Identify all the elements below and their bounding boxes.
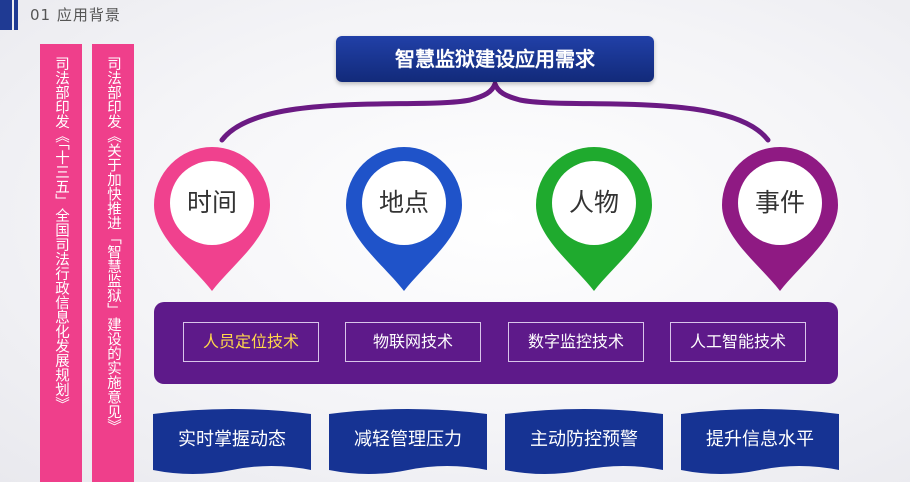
pin-label: 时间 bbox=[186, 188, 237, 217]
section-title: 01 应用背景 bbox=[30, 6, 121, 24]
map-pin-icon bbox=[346, 147, 462, 291]
tech-positioning: 人员定位技术 bbox=[183, 322, 319, 362]
benefit-realtime: 实时掌握动态 bbox=[153, 408, 311, 476]
benefit-label: 实时掌握动态 bbox=[178, 429, 286, 450]
pin-event: 事件 bbox=[720, 145, 840, 295]
benefit-label: 提升信息水平 bbox=[706, 429, 814, 450]
tech-ai: 人工智能技术 bbox=[670, 322, 806, 362]
pin-label: 地点 bbox=[378, 188, 429, 217]
pin-label: 事件 bbox=[754, 188, 805, 217]
benefit-proactive-warning: 主动防控预警 bbox=[505, 408, 663, 476]
map-pin-icon bbox=[722, 147, 838, 291]
map-pin-icon bbox=[536, 147, 652, 291]
tech-iot: 物联网技术 bbox=[345, 322, 481, 362]
banner-shape bbox=[505, 409, 663, 474]
pin-time: 时间 bbox=[152, 145, 272, 295]
policy-banner-2: 司法部印发《关于加快推进「智慧监狱」建设的实施意见》 bbox=[92, 44, 134, 482]
benefit-label: 减轻管理压力 bbox=[354, 429, 462, 450]
header-accent-bar bbox=[0, 0, 18, 30]
map-pin-icon bbox=[154, 147, 270, 291]
technology-panel bbox=[154, 302, 838, 384]
tech-digital-monitoring: 数字监控技术 bbox=[508, 322, 644, 362]
banner-shape bbox=[681, 409, 839, 474]
banner-shape bbox=[329, 409, 487, 474]
benefit-reduce-pressure: 减轻管理压力 bbox=[329, 408, 487, 476]
banner-shape bbox=[153, 409, 311, 474]
benefit-improve-informatization: 提升信息水平 bbox=[681, 408, 839, 476]
pin-location: 地点 bbox=[344, 145, 464, 295]
policy-banner-1: 司法部印发《「十三五」全国司法行政信息化发展规划》 bbox=[40, 44, 82, 482]
pin-person: 人物 bbox=[534, 145, 654, 295]
benefit-label: 主动防控预警 bbox=[530, 429, 638, 450]
requirement-title: 智慧监狱建设应用需求 bbox=[336, 36, 654, 82]
pin-label: 人物 bbox=[568, 188, 619, 217]
